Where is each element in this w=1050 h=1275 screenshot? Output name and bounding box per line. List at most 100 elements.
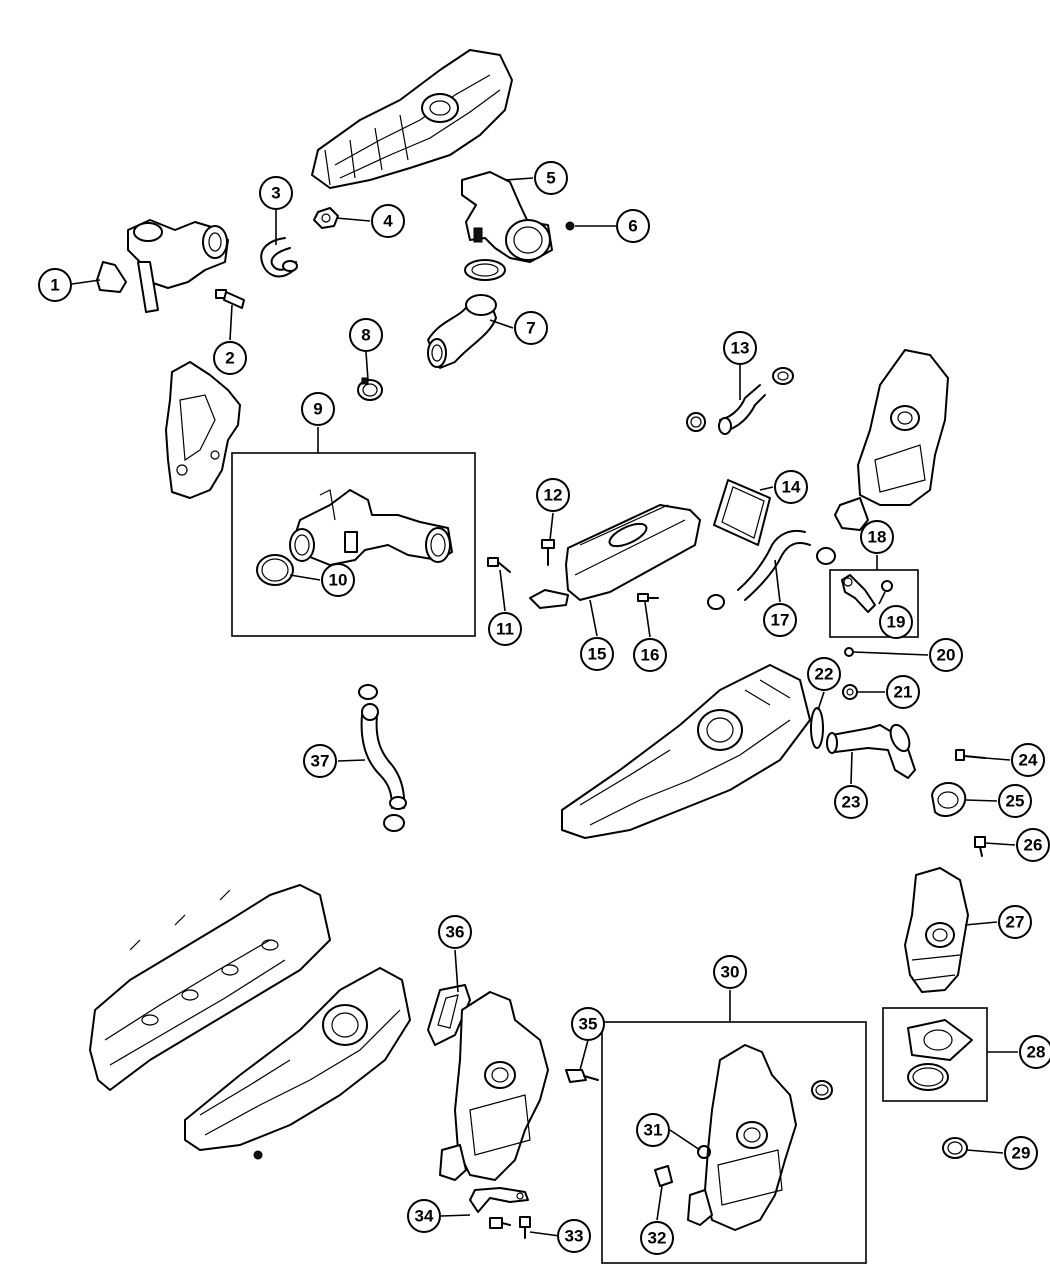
- callout-number: 18: [868, 528, 887, 547]
- part-29-plug: [942, 1137, 968, 1159]
- callout-2: 2: [213, 341, 247, 375]
- callout-number: 33: [565, 1227, 584, 1246]
- callout-9: 9: [301, 392, 335, 426]
- callout-21: 21: [886, 675, 920, 709]
- callout-circle: [633, 638, 667, 672]
- callout-circle: [860, 520, 894, 554]
- part-3-hose: [260, 237, 298, 278]
- callout-number: 3: [271, 184, 280, 203]
- callout-circle: [713, 955, 747, 989]
- callout-number: 23: [842, 793, 861, 812]
- callout-circle: [303, 744, 337, 778]
- callout-number: 37: [311, 752, 330, 771]
- callout-18: 18: [860, 520, 894, 554]
- callout-12: 12: [536, 478, 570, 512]
- callout-circle: [723, 331, 757, 365]
- callout-circle: [807, 657, 841, 691]
- coolant-outlet-housing: [127, 219, 229, 313]
- hose-clamp-upper: [464, 259, 506, 281]
- part-25-gasket: [931, 782, 967, 817]
- part-24-bolt: [955, 749, 986, 761]
- callout-circle: [514, 311, 548, 345]
- callout-number: 2: [225, 349, 234, 368]
- callout-11: 11: [488, 612, 522, 646]
- callout-circle: [349, 318, 383, 352]
- callout-circle: [371, 204, 405, 238]
- part-34-bracket: [469, 1187, 529, 1213]
- callout-28: 28: [1019, 1035, 1050, 1069]
- callout-number: 16: [641, 646, 660, 665]
- egr-valve-lower: [439, 991, 549, 1181]
- part-22-oring: [810, 707, 824, 749]
- callout-circle: [321, 563, 355, 597]
- callout-24: 24: [1011, 743, 1045, 777]
- part-13-hose: [686, 367, 794, 435]
- callout-17: 17: [763, 603, 797, 637]
- callout-number: 7: [526, 319, 535, 338]
- callout-27: 27: [998, 905, 1032, 939]
- part-37-hose: [358, 684, 407, 832]
- callout-number: 19: [887, 613, 906, 632]
- cylinder-head-assembly: [89, 884, 331, 1091]
- callout-1: 1: [38, 268, 72, 302]
- callout-number: 17: [771, 611, 790, 630]
- callout-number: 24: [1019, 751, 1038, 770]
- callout-29: 29: [1004, 1136, 1038, 1170]
- callout-20: 20: [929, 638, 963, 672]
- part-16-stud: [637, 593, 659, 602]
- callout-number: 25: [1006, 792, 1025, 811]
- part-27-egr-valve: [904, 867, 969, 993]
- callout-36: 36: [438, 915, 472, 949]
- callout-number: 27: [1006, 913, 1025, 932]
- part-14-gasket: [713, 479, 771, 546]
- callout-circle: [534, 161, 568, 195]
- callout-31: 31: [636, 1113, 670, 1147]
- callout-number: 32: [648, 1229, 667, 1248]
- callout-8: 8: [349, 318, 383, 352]
- part-11-bolt: [487, 557, 511, 573]
- callout-circle: [998, 784, 1032, 818]
- callout-number: 14: [782, 478, 801, 497]
- callout-circle: [640, 1221, 674, 1255]
- part-23-egr-tube: [826, 723, 916, 779]
- callout-3: 3: [259, 176, 293, 210]
- callout-circle: [557, 1219, 591, 1253]
- callout-33: 33: [557, 1219, 591, 1253]
- part-2-sensor: [215, 289, 245, 309]
- callout-19: 19: [879, 605, 913, 639]
- callout-number: 4: [383, 212, 393, 231]
- callout-number: 20: [937, 646, 956, 665]
- callout-circle: [213, 341, 247, 375]
- callout-number: 9: [313, 400, 322, 419]
- callout-circle: [407, 1199, 441, 1233]
- callout-circle: [259, 176, 293, 210]
- part-5-throttle-body: [461, 171, 553, 263]
- callout-number: 15: [588, 645, 607, 664]
- part-26-bolt: [974, 836, 986, 857]
- callout-number: 36: [446, 923, 465, 942]
- callout-circle: [774, 470, 808, 504]
- part-8-clamp: [357, 377, 383, 401]
- callout-circle: [1016, 828, 1050, 862]
- callout-number: 12: [544, 486, 563, 505]
- callout-number: 34: [415, 1207, 434, 1226]
- part-15-egr-cooler: [529, 504, 701, 609]
- callout-number: 28: [1027, 1043, 1046, 1062]
- callout-37: 37: [303, 744, 337, 778]
- leader-lines: [71, 177, 1018, 1237]
- intake-manifold-top: [311, 49, 513, 189]
- callout-number: 35: [579, 1015, 598, 1034]
- callout-circle: [636, 1113, 670, 1147]
- callout-23: 23: [834, 785, 868, 819]
- part-36-gasket: [427, 984, 471, 1046]
- callout-10: 10: [321, 563, 355, 597]
- callout-circle: [571, 1007, 605, 1041]
- part-6-bolt: [565, 221, 575, 231]
- callout-6: 6: [616, 209, 650, 243]
- mounting-bracket: [165, 361, 241, 499]
- callout-circle: [536, 478, 570, 512]
- callout-circle: [879, 605, 913, 639]
- part-35-bolt: [565, 1069, 599, 1083]
